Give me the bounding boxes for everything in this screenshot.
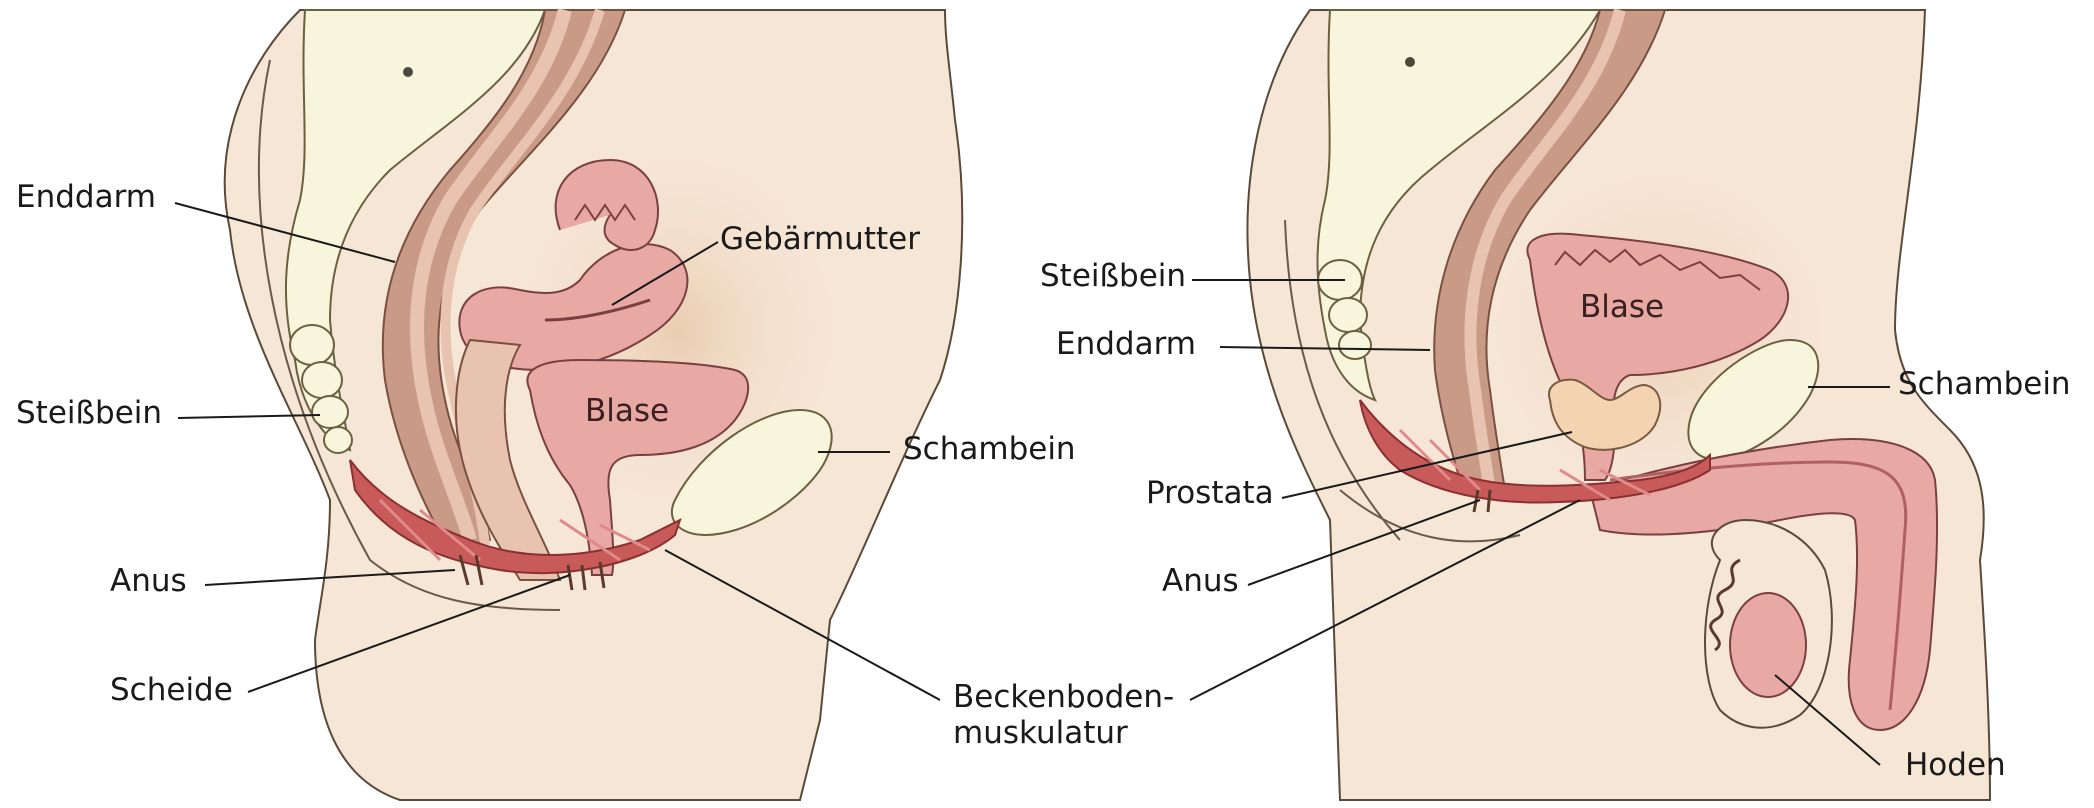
label-female-schambein: Schambein: [903, 432, 1076, 466]
label-female-steissbein: Steißbein: [16, 396, 162, 430]
label-male-schambein: Schambein: [1898, 367, 2071, 401]
label-female-enddarm: Enddarm: [16, 180, 156, 214]
label-female-anus: Anus: [110, 564, 187, 598]
label-beckenboden-line2: muskulatur: [953, 716, 1128, 750]
label-male-enddarm: Enddarm: [1056, 327, 1196, 361]
male-figure: [1248, 10, 1991, 800]
male-testis: [1730, 593, 1806, 697]
label-male-prostata: Prostata: [1146, 476, 1274, 510]
label-female-blase: Blase: [585, 393, 669, 429]
label-male-steissbein: Steißbein: [1040, 259, 1186, 293]
label-male-hoden: Hoden: [1905, 748, 2006, 782]
label-female-scheide: Scheide: [110, 673, 233, 707]
label-beckenboden-line1: Beckenboden-: [953, 680, 1174, 714]
label-male-anus: Anus: [1162, 564, 1239, 598]
label-female-gebaermutter: Gebärmutter: [720, 222, 920, 256]
label-male-blase: Blase: [1580, 289, 1664, 325]
